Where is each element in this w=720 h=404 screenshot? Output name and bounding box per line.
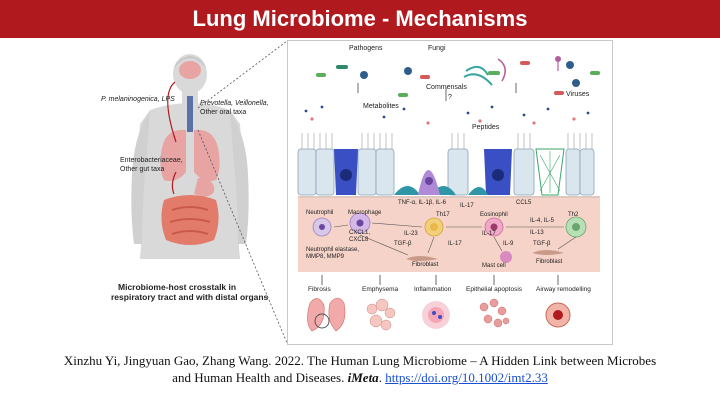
cxcl8-label: CXCL8: [349, 237, 369, 243]
question-mark: ?: [448, 94, 452, 101]
doi-link[interactable]: https://doi.org/10.1002/imt2.33: [385, 370, 548, 385]
prevotella-label-2: Other oral taxa: [200, 109, 247, 116]
outcome-airway-remodelling: Airway remodelling: [536, 286, 591, 293]
mechanism-diagram: [297, 56, 600, 332]
eosinophil-label: Eosinophil: [480, 212, 508, 218]
neutrophil-elastase-label: Neutrophil elastase,: [306, 247, 360, 253]
pathogens-label: Pathogens: [349, 45, 383, 52]
cytokines-label: TNF-α, IL-1β, IL-6: [398, 200, 446, 206]
title-banner: [0, 0, 720, 38]
crosstalk-label-2: respiratory tract and with distal organs: [111, 292, 269, 302]
metabolites-label: Metabolites: [363, 103, 399, 110]
citation-text: and Human Health and Diseases.: [172, 370, 345, 385]
th17-label: Th17: [436, 212, 450, 218]
tgfb-right-label: TGF-β: [533, 241, 551, 247]
journal-name: iMeta: [347, 370, 379, 385]
oral-taxa-label: P. melaninogenica, LPS: [101, 96, 175, 103]
outcome-emphysema: Emphysema: [362, 286, 399, 293]
fibroblast-left-label: Fibroblast: [412, 262, 439, 268]
il17-mid-label: IL-17: [482, 231, 496, 237]
entero-label-1: Enterobacteriaceae,: [120, 157, 183, 164]
outcome-epithelial-apoptosis: Epithelial apoptosis: [466, 286, 523, 293]
citation: Xinzhu Yi, Jingyuan Gao, Zhang Wang. 202…: [0, 352, 720, 386]
citation-line-2: and Human Health and Diseases. iMeta. ht…: [172, 370, 548, 385]
entero-label-2: Other gut taxa: [120, 166, 165, 173]
crosstalk-label-1: Microbiome-host crosstalk in: [118, 282, 237, 292]
outcome-inflammation: Inflammation: [414, 286, 452, 293]
mmp-label: MMP8, MMP9: [306, 254, 345, 260]
fungi-label: Fungi: [428, 45, 446, 52]
th2-label: Th2: [568, 212, 579, 218]
il17-low-label: IL-17: [448, 241, 462, 247]
il13-label: IL-13: [530, 230, 544, 236]
commensals-label: Commensals: [426, 84, 467, 91]
peptides-label: Peptides: [472, 124, 500, 131]
mast-cell-label: Mast cell: [482, 263, 506, 269]
microbes: [316, 56, 600, 97]
il4-il5-label: IL-4, IL-5: [530, 218, 555, 224]
cxcl-label: CXCL1,: [349, 230, 371, 236]
il9-label: IL-9: [503, 241, 514, 247]
il23-label: IL-23: [404, 231, 418, 237]
neutrophil-label: Neutrophil: [306, 210, 334, 216]
fibroblast-right-label: Fibroblast: [536, 259, 563, 265]
human-body-illustration: [131, 54, 249, 259]
citation-line-1: Xinzhu Yi, Jingyuan Gao, Zhang Wang. 202…: [63, 353, 657, 368]
macrophage-label: Macrophage: [348, 210, 382, 216]
tgfb-left-label: TGF-β: [394, 241, 412, 247]
ccl5-label: CCL5: [516, 200, 532, 206]
prevotella-label-1: Prevotella, Veillonella,: [200, 100, 269, 107]
viruses-label: Viruses: [566, 91, 590, 98]
il17-top-label: IL-17: [460, 203, 474, 209]
slide-title: Lung Microbiome - Mechanisms: [192, 6, 528, 31]
outcome-fibrosis: Fibrosis: [308, 286, 331, 293]
